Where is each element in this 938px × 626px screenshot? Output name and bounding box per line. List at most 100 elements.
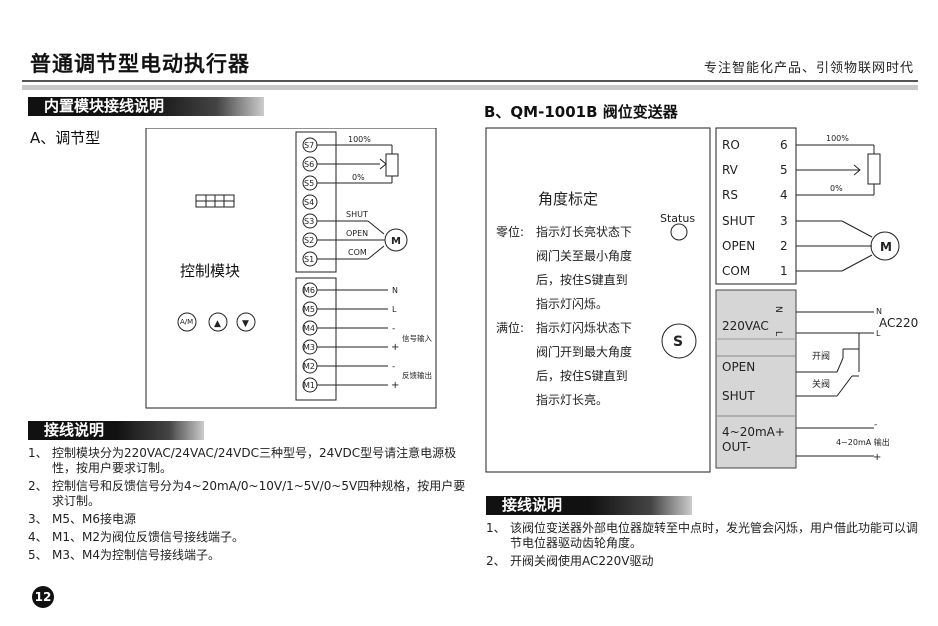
full-label: 满位: (496, 320, 524, 335)
zero-line-4: 指示灯闪烁。 (536, 296, 608, 311)
motor-icon (384, 228, 408, 252)
status-label: Status (660, 212, 695, 225)
feedback-minus: - (392, 362, 395, 372)
terminal-m5: M5 (303, 305, 315, 314)
pot-top-label: 100% (348, 135, 371, 144)
terminal-6: 6 (780, 138, 788, 152)
output-plus-label: 4~20mA+ (722, 425, 785, 439)
transmitter-wiring-diagram: 角度标定 Status S 零位: 指示灯长亮状态下 阀门关至最小角度 后，按住… (485, 127, 918, 473)
s-button-label: S (673, 334, 683, 350)
note-item: 5、M3、M4为控制信号接线端子。 (28, 548, 220, 562)
terminal-s6: S6 (304, 160, 314, 169)
terminal-5: 5 (780, 163, 788, 177)
status-led-icon (670, 223, 688, 241)
power-terminal-label: 220VAC (722, 319, 769, 333)
s-button-icon (661, 323, 697, 359)
full-line-4: 指示灯长亮。 (536, 392, 608, 407)
output-minus-label: OUT- (722, 440, 751, 454)
output-plus-sign: + (873, 452, 881, 463)
terminal-1: 1 (780, 264, 788, 278)
terminal-s4: S4 (304, 198, 314, 207)
open-terminal: OPEN (722, 360, 755, 374)
neutral-label: N (876, 307, 882, 316)
terminal-4: 4 (780, 188, 788, 202)
shut-label: SHUT (346, 210, 368, 219)
page-title: 普通调节型电动执行器 (30, 52, 250, 76)
signal-minus: - (392, 324, 395, 334)
note-item: 1、该阀位变送器外部电位器旋转至中点时，发光管会闪烁，用户借此功能可以调节电位器… (486, 521, 919, 550)
signal-plus: + (391, 342, 399, 353)
motor-label: M (391, 236, 401, 247)
section-heading-wiring-notes-left: 接线说明 (28, 421, 204, 440)
zero-line-3: 后，按住S键直到 (536, 273, 628, 287)
terminal-open: OPEN (722, 239, 755, 253)
pot-top-label: 100% (826, 134, 849, 143)
header-rule (22, 80, 918, 82)
terminal-s3: S3 (304, 217, 314, 226)
terminal-s2: S2 (304, 236, 314, 245)
terminal-s7: S7 (304, 141, 314, 150)
terminal-com: COM (722, 264, 750, 278)
ac220-label: AC220 (879, 316, 918, 330)
terminal-rs: RS (722, 188, 738, 202)
section-heading-wiring-notes-right: 接线说明 (486, 496, 692, 515)
motor-icon (870, 231, 900, 261)
open-label: OPEN (346, 229, 368, 238)
power-terminal-block (715, 289, 797, 469)
terminal-s1: S1 (304, 255, 314, 264)
output-note: 4~20mA 输出 (836, 437, 890, 447)
line-label: L (392, 305, 397, 314)
down-button-label: ▼ (242, 319, 249, 329)
terminal-ro: RO (722, 138, 740, 152)
calibration-panel (485, 127, 711, 473)
terminal-3: 3 (780, 214, 788, 228)
full-line-2: 阀门开到最大角度 (536, 344, 632, 359)
terminal-m3: M3 (303, 343, 315, 352)
terminal-m6: M6 (303, 286, 315, 295)
note-item: 2、控制信号和反馈信号分为4~20mA/0~10V/1~5V/0~5V四种规格，… (28, 479, 466, 508)
auto-manual-button-icon (177, 312, 197, 332)
line-label: L (876, 329, 881, 338)
wiring-notes-right: 1、该阀位变送器外部电位器旋转至中点时，发光管会闪烁，用户借此功能可以调节电位器… (486, 521, 922, 572)
neutral-label: N (392, 286, 398, 295)
zero-line-1: 指示灯长亮状态下 (536, 224, 632, 239)
note-item: 2、开阀关阀使用AC220V驱动 (486, 554, 654, 568)
up-button-icon (208, 312, 228, 332)
feedback-plus: + (391, 380, 399, 391)
zero-label: 零位: (496, 224, 524, 239)
module-housing (145, 128, 437, 409)
motor-label: M (880, 240, 892, 254)
wiring-notes-left: 1、控制模块分为220VAC/24VAC/24VDC三种型号，24VDC型号请注… (28, 446, 473, 566)
upper-terminal-strip (295, 131, 337, 273)
section-heading-module-wiring: 内置模块接线说明 (28, 97, 264, 116)
lower-terminal-strip (295, 277, 337, 401)
note-item: 3、M5、M6接电源 (28, 512, 136, 526)
subsection-a-title: A、调节型 (30, 129, 101, 147)
shut-terminal: SHUT (722, 389, 755, 403)
potentiometer-icon (385, 153, 399, 177)
output-minus-sign: - (874, 420, 877, 430)
signal-terminal-block (715, 127, 797, 285)
zero-line-2: 阀门关至最小角度 (536, 248, 632, 263)
terminal-m1: M1 (303, 381, 315, 390)
down-button-icon (236, 312, 256, 332)
line-mark: L (773, 331, 783, 336)
pot-bottom-label: 0% (830, 184, 843, 193)
note-item: 1、控制模块分为220VAC/24VAC/24VDC三种型号，24VDC型号请注… (28, 446, 457, 475)
close-valve-label: 关阀 (812, 378, 830, 390)
note-item: 4、M1、M2为阀位反馈信号接线端子。 (28, 530, 244, 544)
module-label: 控制模块 (180, 262, 240, 280)
module-wiring-diagram: A/M ▲ ▼ 控制模块 S7 S6 S5 S4 S3 S2 S1 M6 M5 … (145, 128, 437, 409)
full-line-3: 后，按住S键直到 (536, 369, 628, 383)
neutral-mark: N (773, 306, 783, 313)
terminal-m2: M2 (303, 362, 315, 371)
page-number: 12 (32, 586, 54, 608)
terminal-rv: RV (722, 163, 739, 177)
subsection-b-title: B、QM-1001B 阀位变送器 (484, 103, 678, 121)
com-label: COM (348, 248, 367, 257)
terminal-m4: M4 (303, 324, 315, 333)
full-line-1: 指示灯闪烁状态下 (536, 320, 632, 335)
calibration-heading: 角度标定 (538, 190, 598, 208)
auto-manual-button-label: A/M (180, 318, 193, 326)
